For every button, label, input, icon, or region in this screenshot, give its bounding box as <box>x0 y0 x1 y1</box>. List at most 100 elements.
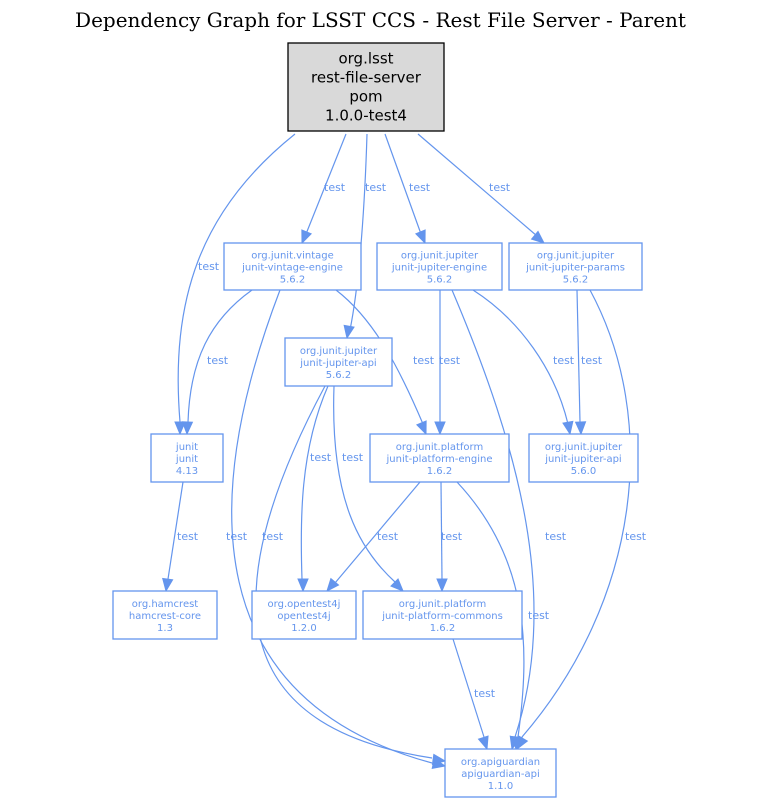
edge-jengine-to-japi560: test <box>472 289 575 436</box>
arrowhead-icon <box>562 420 574 436</box>
arrowhead-icon <box>162 577 174 593</box>
node-box <box>112 590 218 640</box>
node-label-line: 4.13 <box>176 466 198 477</box>
node-box <box>369 433 510 483</box>
edge-label: test <box>262 530 284 543</box>
graph-title: Dependency Graph for LSST CCS - Rest Fil… <box>75 8 686 32</box>
node-box <box>150 433 224 483</box>
edge-root-to-vintage: test <box>301 133 347 245</box>
node-label-line: 5.6.0 <box>571 466 596 477</box>
node-label-line: junit-platform-commons <box>381 611 503 622</box>
edge-line <box>452 638 485 738</box>
arrowhead-icon <box>530 230 545 244</box>
edge-label: test <box>581 354 603 367</box>
edge-label: test <box>310 451 332 464</box>
edge-line <box>177 133 296 423</box>
arrowhead-icon <box>415 420 427 436</box>
arrowhead-icon <box>511 736 523 751</box>
edge-root-to-junit: test <box>174 133 296 436</box>
node-label-line: org.junit.platform <box>399 599 486 610</box>
node-box <box>376 242 503 291</box>
node-label-line: org.junit.jupiter <box>401 251 479 262</box>
edge-line <box>384 133 422 235</box>
edge-line <box>333 385 396 583</box>
edge-line <box>472 289 569 425</box>
edge-jengine-to-apiguardian: test <box>451 289 567 751</box>
edge-label: test <box>409 181 431 194</box>
edge-label: test <box>545 530 567 543</box>
edge-pengine-to-opentest: test <box>326 481 421 592</box>
edge-root-to-jparams: test <box>417 133 545 244</box>
node-label-line: org.junit.platform <box>396 442 483 453</box>
node-label-line: 5.6.2 <box>280 275 305 286</box>
node-label-line: 1.3 <box>157 623 173 634</box>
node-box <box>251 590 357 640</box>
edge-line <box>440 481 443 580</box>
edge-label: test <box>342 451 364 464</box>
node-label-line: org.lsst <box>338 50 393 68</box>
edge-jparams-to-japi560: test <box>574 289 603 436</box>
node-box <box>287 42 445 132</box>
edge-label: test <box>528 609 550 622</box>
node-jengine[interactable]: org.junit.jupiterjunit-jupiter-engine5.6… <box>376 242 503 291</box>
node-label-line: org.apiguardian <box>461 757 540 768</box>
edge-pcommons-to-apiguardian: test <box>452 638 496 751</box>
node-label-line: junit-vintage-engine <box>241 263 343 274</box>
node-label-line: 1.6.2 <box>427 466 452 477</box>
node-box <box>528 433 639 483</box>
node-label-line: 5.6.2 <box>326 370 351 381</box>
node-box <box>508 242 643 291</box>
node-label-line: 5.6.2 <box>563 275 588 286</box>
node-label-line: pom <box>349 88 382 106</box>
edge-line <box>334 481 421 584</box>
node-label-line: org.junit.jupiter <box>537 251 615 262</box>
node-vintage[interactable]: org.junit.vintagejunit-vintage-engine5.6… <box>223 242 362 291</box>
node-label-line: junit <box>175 442 198 453</box>
edge-label: test <box>177 530 199 543</box>
arrowhead-icon <box>301 229 313 245</box>
edge-label: test <box>474 687 496 700</box>
node-label-line: junit-platform-engine <box>386 454 493 465</box>
node-label-line: 1.2.0 <box>291 623 316 634</box>
node-box <box>284 337 393 387</box>
node-box <box>223 242 362 291</box>
node-label-line: junit-jupiter-api <box>299 358 376 369</box>
node-jparams[interactable]: org.junit.jupiterjunit-jupiter-params5.6… <box>508 242 643 291</box>
arrowhead-icon <box>477 735 489 751</box>
edge-line <box>349 133 368 331</box>
edge-label: test <box>441 530 463 543</box>
arrowhead-icon <box>174 421 186 436</box>
node-label-line: 1.6.2 <box>430 623 455 634</box>
edge-label: test <box>226 530 248 543</box>
node-label-line: org.opentest4j <box>268 599 341 610</box>
node-pcommons[interactable]: org.junit.platformjunit-platform-commons… <box>362 590 523 640</box>
node-box <box>444 748 557 798</box>
node-label-line: junit <box>175 454 198 465</box>
edge-line <box>300 385 329 580</box>
node-box <box>362 590 523 640</box>
edge-label: test <box>198 260 220 273</box>
node-label-line: junit-jupiter-engine <box>391 263 487 274</box>
edge-label: test <box>377 530 399 543</box>
arrowhead-icon <box>431 753 447 765</box>
edge-label: test <box>207 354 229 367</box>
node-pengine[interactable]: org.junit.platformjunit-platform-engine1… <box>369 433 510 483</box>
node-label-line: junit-jupiter-params <box>525 263 625 274</box>
edge-jengine-to-pengine: test <box>434 290 461 436</box>
edge-line <box>417 133 538 237</box>
arrowhead-icon <box>390 578 404 592</box>
edge-junit-to-hamcrest: test <box>162 481 199 593</box>
node-label-line: 1.1.0 <box>488 781 513 792</box>
edge-label: test <box>413 354 435 367</box>
edge-label: test <box>553 354 575 367</box>
node-label-line: opentest4j <box>277 611 330 622</box>
edge-line <box>576 289 581 423</box>
